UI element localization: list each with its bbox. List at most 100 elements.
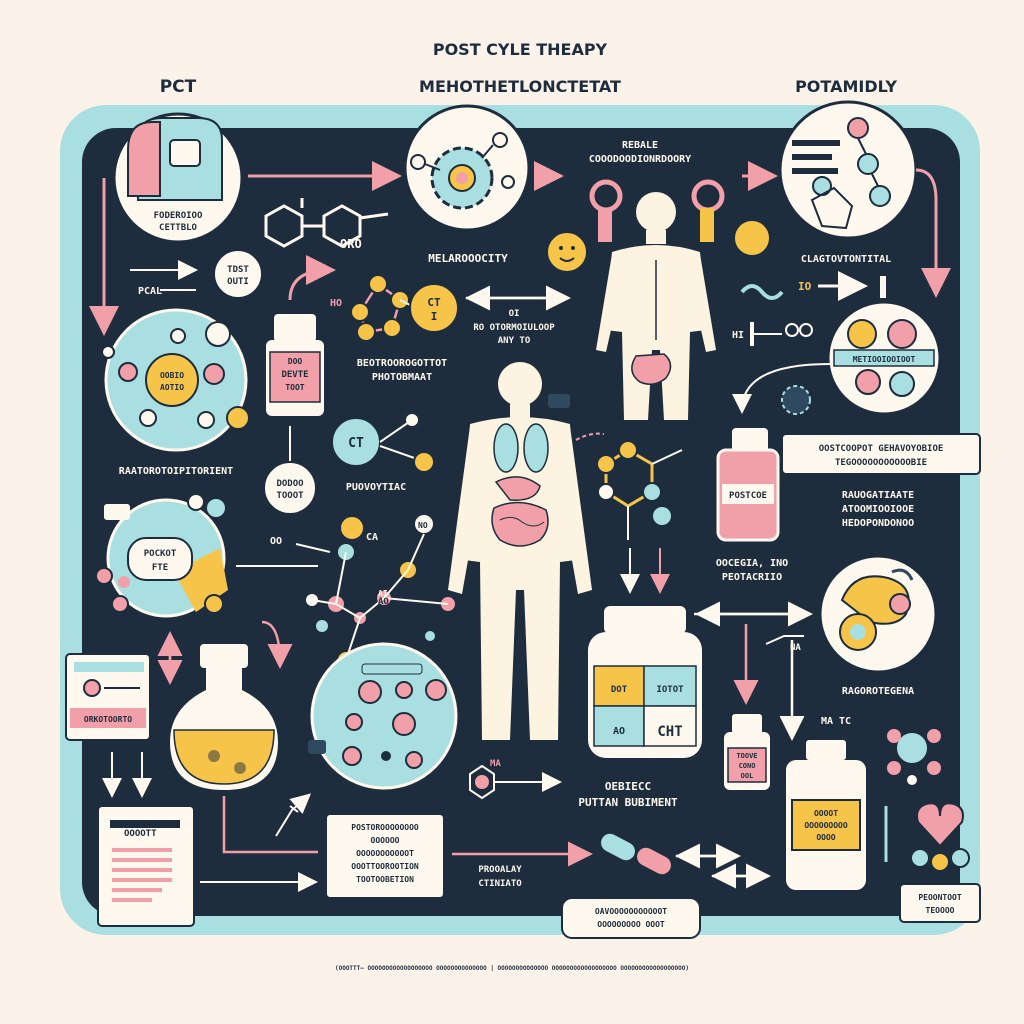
bottle-big: OOOOT OOOOOOOOO OOOO — [786, 740, 866, 890]
bottle1-line3: TOOT — [285, 383, 304, 392]
left-card-label: ORKOTOORTO — [84, 715, 132, 724]
lung-icon-right — [523, 423, 549, 473]
tdst-bubble — [213, 249, 263, 299]
right-gear-circle — [818, 554, 938, 674]
bottle-big-line3: OOOO — [816, 833, 835, 842]
bottle-big-line1: OOOOT — [814, 809, 838, 818]
radiotoreview-label: RAATOROTOIPITORIENT — [119, 466, 233, 477]
center-title: MEHOTHETLONCTETAT — [419, 77, 621, 96]
rarocateona-label: RAGOROTEGENA — [842, 686, 914, 697]
left-document: OOOOTT — [97, 805, 195, 927]
bellibrary-line1: BEOTROOROGOTTOT — [357, 358, 447, 369]
jar-cell-2: IOTOT — [656, 685, 684, 695]
jar-cell-4: CHT — [657, 724, 682, 740]
top-center-circle — [403, 104, 531, 232]
hex-molecule-right — [596, 440, 683, 540]
ct-badge-line1: CT — [427, 296, 441, 309]
puovoytiac-label: PUOVOYTIAC — [346, 482, 406, 493]
center-box-line5: TOOTOOBETION — [356, 875, 414, 884]
bottle-1: DOO DEVTE TOOT — [266, 314, 324, 416]
post-bottle-label: POSTCOE — [729, 491, 767, 501]
pocket-line2: FTE — [152, 563, 168, 573]
ho-small-label: HO — [330, 298, 342, 309]
h-small-label: HI — [732, 330, 744, 341]
pocket-circle: POCKOT FTE — [95, 493, 228, 618]
top-left-circle: FODEROIOO CETTBLO — [112, 112, 244, 244]
pistan-line2: PUTTAN BUBIMENT — [578, 796, 678, 809]
left-cluster-line1: OOBIO — [160, 371, 184, 380]
bottom-right-line2: TEOOOO — [926, 906, 955, 915]
ro-text-line1: OI — [509, 309, 520, 319]
small-chip-2 — [308, 740, 326, 754]
center-box-line1: POSTOROOOOOOOO — [351, 823, 419, 832]
intestine-icon-main — [491, 501, 549, 547]
bellibrary-line2: PHOTOBMAAT — [372, 372, 432, 383]
left-cluster-line2: AOTIO — [160, 383, 184, 392]
pcal-label: PCAL — [138, 286, 162, 297]
oo-small-label: OO — [270, 536, 282, 547]
right-title: POTAMIDLY — [795, 77, 897, 96]
jar-cell-1: DOT — [611, 685, 628, 695]
face-icon — [546, 231, 588, 273]
methyl-circle: METIOOIOOIOOT — [826, 300, 942, 416]
ct-badge — [409, 283, 459, 333]
doodo-line1: DODOO — [276, 479, 304, 489]
methyl-circle-label: METIOOIOOIOOT — [853, 355, 916, 364]
gear-icon-small — [781, 385, 811, 415]
center-left-molecule: OO CA NO AO AI — [236, 513, 457, 670]
right-banner — [781, 433, 981, 475]
small-chip — [548, 394, 570, 408]
jar-cell-3: AO — [613, 726, 625, 737]
tdst-line2: OUTI — [227, 277, 249, 287]
ocregia-line1: OOCEGIA, INO — [716, 558, 788, 569]
io-small-label: IO — [798, 280, 812, 293]
doodo-bubble — [263, 461, 317, 515]
top-right-circle — [778, 100, 918, 240]
bottle1-line1: DOO — [288, 357, 303, 366]
main-human-figure — [448, 362, 592, 740]
bottom-pill-line2: OOOOOOOOO OOOT — [597, 920, 665, 929]
yellow-node-molecule: HO — [330, 274, 413, 342]
ro-text-line2: RO OTORMOIULOOP — [473, 323, 555, 333]
left-card: ORKOTOORTO — [65, 653, 151, 741]
benzene-caption: ORO — [340, 237, 362, 251]
rau-line2: ATOOMIOOIOOE — [842, 504, 914, 515]
mat-small-label: MA — [490, 759, 501, 769]
post-bottle: POSTCOE — [716, 428, 780, 542]
bottom-pill-box — [561, 897, 701, 939]
bottle-small-line2: CONO — [739, 762, 756, 770]
top-left-circle-line2: CETTBLO — [159, 223, 198, 233]
right-molecule-cluster — [887, 729, 941, 785]
bottle-big-line2: OOOOOOOOO — [804, 821, 848, 830]
top-left-circle-line1: FODEROIOO — [154, 211, 203, 221]
bottle-small-line3: OOL — [741, 772, 754, 780]
tdst-line1: TDST — [227, 265, 249, 275]
water-wave-icon — [740, 284, 784, 300]
arrow-right-down — [915, 168, 951, 298]
left-title: PCT — [160, 77, 197, 97]
ocregia-line2: PEOTACRIIO — [722, 572, 782, 583]
no-small-label: NO — [418, 521, 428, 530]
melarodocity-label: MELAROOOCITY — [428, 252, 508, 265]
ca-small-label: CA — [366, 532, 378, 543]
bottle-small-line1: TOOVE — [736, 752, 757, 760]
renale-line2: COOODOODIONRDOORY — [589, 154, 691, 165]
ct-badge-line2: I — [431, 310, 438, 323]
small-hex-molecule: MA — [469, 759, 562, 800]
top-title: POST CYLE THEAPY — [433, 40, 608, 59]
left-doc-label: OOOOTT — [124, 829, 157, 839]
footnote: (OOOTTT— OOOOOOOOOOOOOOOOOO OOOOOOOOOOOO… — [335, 965, 689, 972]
doodo-line2: TOOOT — [276, 491, 304, 501]
flask-icon — [170, 644, 278, 790]
supplement-jar: DOT IOTOT AO CHT — [588, 606, 702, 758]
rau-line3: HEDOPONDONOO — [842, 518, 914, 529]
pocket-line1: POCKOT — [144, 549, 177, 559]
rau-line1: RAUOGATIAATE — [842, 490, 914, 501]
left-cluster-circle: OOBIO AOTIO — [101, 308, 250, 452]
bottom-right-line1: PEOONTOOT — [918, 893, 962, 902]
benzene-structure: ORO — [264, 198, 389, 251]
yellow-badge — [733, 219, 771, 257]
promyclay-line3: CTINIATO — [478, 879, 522, 889]
